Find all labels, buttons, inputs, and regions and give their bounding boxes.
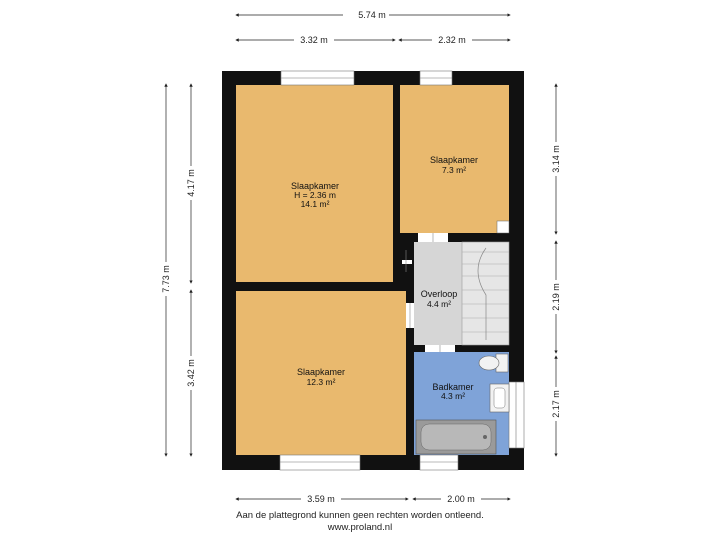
- dim-left-upper: 4.17 m: [186, 83, 196, 284]
- svg-text:2.19 m: 2.19 m: [551, 283, 561, 311]
- room-area-landing: 4.4 m²: [427, 299, 451, 309]
- window-top-right: [419, 70, 453, 86]
- room-label-bathroom: Badkamer: [432, 382, 473, 392]
- door-bathroom: [425, 345, 455, 352]
- closet-niche: [496, 220, 510, 234]
- svg-text:5.74 m: 5.74 m: [358, 10, 386, 20]
- window-bottom-left: [279, 454, 361, 471]
- room-area-bedroom-small: 7.3 m²: [442, 165, 466, 175]
- svg-text:2.00 m: 2.00 m: [447, 494, 475, 504]
- room-label-bedroom-main: Slaapkamer: [291, 181, 339, 191]
- svg-text:3.14 m: 3.14 m: [551, 145, 561, 173]
- door-bedroom-lower: [406, 303, 414, 328]
- room-area-bathroom: 4.3 m²: [441, 391, 465, 401]
- window-top-left: [280, 70, 355, 86]
- sink-icon: [489, 383, 510, 413]
- website-link[interactable]: www.proland.nl: [327, 522, 393, 533]
- dim-top-total: 5.74 m: [235, 10, 511, 20]
- room-area-bedroom-main: 14.1 m²: [301, 199, 330, 209]
- door-bedroom-small: [418, 233, 448, 242]
- svg-text:7.73 m: 7.73 m: [161, 265, 171, 293]
- svg-text:3.42 m: 3.42 m: [186, 359, 196, 387]
- dim-left-lower: 3.42 m: [186, 289, 196, 457]
- room-bedroom-lower: [236, 291, 406, 455]
- dim-right-bottom: 2.17 m: [551, 355, 561, 457]
- dim-right-middle: 2.19 m: [551, 240, 561, 354]
- dim-top-left: 3.32 m: [235, 35, 396, 45]
- staircase: [461, 241, 510, 346]
- room-label-bedroom-lower: Slaapkamer: [297, 367, 345, 377]
- dim-left-total: 7.73 m: [161, 83, 171, 457]
- room-label-bedroom-small: Slaapkamer: [430, 155, 478, 165]
- svg-text:2.32 m: 2.32 m: [438, 35, 466, 45]
- disclaimer-text: Aan de plattegrond kunnen geen rechten w…: [236, 510, 484, 521]
- toilet-icon: [478, 353, 509, 373]
- svg-text:3.32 m: 3.32 m: [300, 35, 328, 45]
- dim-bottom-right: 2.00 m: [412, 494, 511, 504]
- window-bottom-right: [419, 454, 459, 471]
- svg-text:3.59 m: 3.59 m: [307, 494, 335, 504]
- room-area-bedroom-lower: 12.3 m²: [307, 377, 336, 387]
- window-right-bathroom: [508, 381, 525, 449]
- room-label-landing: Overloop: [421, 289, 458, 299]
- dim-top-right: 2.32 m: [398, 35, 511, 45]
- room-bedroom-main: [236, 85, 393, 282]
- door-bedroom-main: [402, 250, 412, 272]
- svg-text:4.17 m: 4.17 m: [186, 169, 196, 197]
- room-height-bedroom-main: H = 2.36 m: [294, 190, 336, 200]
- dim-right-top: 3.14 m: [551, 83, 561, 235]
- dim-bottom-left: 3.59 m: [235, 494, 409, 504]
- svg-text:2.17 m: 2.17 m: [551, 390, 561, 418]
- bathtub-icon: [415, 419, 497, 455]
- room-bedroom-small: [400, 85, 509, 233]
